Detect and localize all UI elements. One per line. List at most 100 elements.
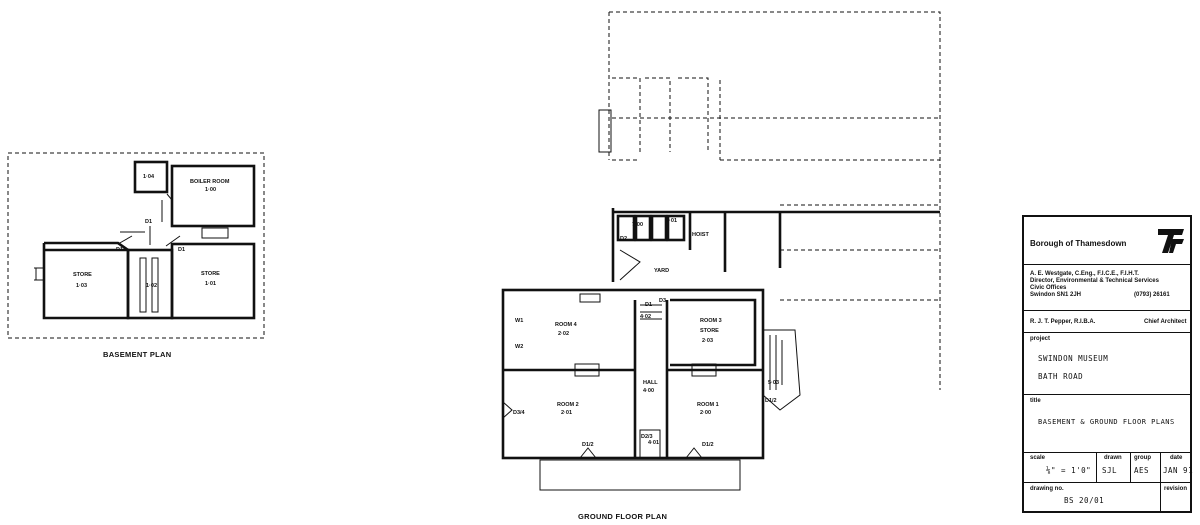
- room-3-number: 2·03: [702, 338, 713, 344]
- room-4-label: ROOM 4: [555, 322, 578, 328]
- main-interior-walls: [503, 298, 763, 458]
- room-401-number: 4·01: [648, 440, 659, 446]
- room-402-number: 4·02: [640, 314, 651, 320]
- window-d34-label: D3/4: [513, 410, 526, 416]
- room-3-sub: STORE: [700, 328, 719, 334]
- drawn-value: SJL: [1102, 466, 1118, 475]
- org-name: Borough of Thamesdown: [1030, 239, 1127, 248]
- drawing-divider: [1160, 483, 1161, 511]
- entrance-steps: [639, 429, 661, 459]
- boiler-room-walls: [170, 164, 256, 228]
- group-label: group: [1134, 455, 1151, 461]
- side-stair-treads: [769, 335, 783, 390]
- hoist-label: HOIST: [692, 232, 709, 238]
- group-value: AES: [1134, 466, 1150, 475]
- boiler-room-number: 1·00: [205, 187, 216, 193]
- basement-boundary: [7, 152, 265, 339]
- date-label: date: [1170, 455, 1183, 461]
- basement-door-swings: [117, 235, 181, 247]
- hall-label: HALL: [643, 380, 658, 386]
- boiler-room-label: BOILER ROOM: [190, 179, 230, 185]
- stair-basement-a: [139, 257, 147, 313]
- title-block-meta-row: scale ⅛" = 1'0" drawn SJL group AES date…: [1024, 453, 1194, 483]
- basement-window: [34, 267, 44, 281]
- thamesdown-logo-icon: [1158, 229, 1184, 253]
- door-d23-label: D2/3: [641, 434, 653, 440]
- wc-4: [666, 214, 686, 242]
- project-line-2: BATH ROAD: [1038, 372, 1084, 381]
- title-block-officer-row: A. E. Westgate, C.Eng., F.I.C.E., F.I.H.…: [1024, 265, 1190, 311]
- date-value: JAN 91: [1163, 466, 1194, 475]
- door-label-basement-2: D1: [116, 247, 123, 253]
- main-building-walls: [501, 288, 765, 460]
- store-right-number: 1·01: [205, 281, 216, 287]
- architect-role: Chief Architect: [1144, 319, 1187, 325]
- chimney-1: [574, 363, 600, 377]
- rear-extension-divisions: [612, 117, 940, 161]
- room-104-walls: [133, 160, 169, 194]
- meta-divider-2: [1130, 453, 1131, 482]
- hall-stair: [640, 304, 662, 320]
- store-right-label: STORE: [201, 271, 220, 277]
- room-701-number: 7·01: [666, 218, 677, 224]
- title-block-org-row: Borough of Thamesdown: [1024, 217, 1190, 265]
- side-stair-enclosure: [762, 329, 801, 411]
- title-block-title-row: title BASEMENT & GROUND FLOOR PLANS: [1024, 395, 1190, 453]
- title-value: BASEMENT & GROUND FLOOR PLANS: [1038, 418, 1175, 426]
- ground-floor-caption: GROUND FLOOR PLAN: [578, 512, 667, 521]
- meta-divider-1: [1096, 453, 1097, 482]
- rear-stair: [598, 109, 612, 153]
- chimney-3: [579, 293, 601, 303]
- project-line-1: SWINDON MUSEUM: [1038, 354, 1109, 363]
- meta-divider-3: [1160, 453, 1161, 482]
- room-102-number: 1·02: [146, 283, 157, 289]
- scale-value: ⅛" = 1'0": [1046, 466, 1092, 475]
- room-102-walls: [126, 248, 174, 320]
- door-d12-label-1: D1/2: [582, 442, 594, 448]
- door-d12-label-2: D1/2: [702, 442, 714, 448]
- yard-walls: [611, 208, 940, 282]
- yard-label: YARD: [654, 268, 669, 274]
- store-left-top-wall: [44, 241, 129, 252]
- door-d2-label: D2: [620, 236, 627, 242]
- ground-floor-plan: ROOM 4 2·02 ROOM 3 STORE 2·03 ROOM 2 2·0…: [501, 11, 941, 521]
- wc-1: [616, 214, 636, 242]
- basement-plan-caption: BASEMENT PLAN: [103, 350, 172, 359]
- room-4-number: 2·02: [558, 331, 569, 337]
- chimney-2: [691, 363, 717, 377]
- room-104-number: 1·04: [143, 174, 155, 180]
- room-3-label: ROOM 3: [700, 318, 722, 324]
- officer-name: A. E. Westgate, C.Eng., F.I.C.E., F.I.H.…: [1030, 271, 1139, 277]
- title-block-architect-row: R. J. T. Pepper, R.I.B.A. Chief Architec…: [1024, 311, 1190, 333]
- basement-corridor: [120, 200, 163, 245]
- room-503-number: 5·03: [768, 380, 779, 386]
- room-1-label: ROOM 1: [697, 402, 719, 408]
- officer-role: Director, Environmental & Technical Serv…: [1030, 278, 1159, 284]
- room-700-number: 7·00: [632, 222, 643, 228]
- scale-label: scale: [1030, 455, 1046, 461]
- window-d34: [502, 401, 513, 419]
- store-left-walls: [42, 243, 130, 320]
- title-label: title: [1030, 398, 1041, 404]
- project-label: project: [1030, 336, 1051, 342]
- architect-name: R. J. T. Pepper, R.I.B.A.: [1030, 319, 1096, 325]
- drawing-no-value: BS 20/01: [1064, 496, 1105, 505]
- door-label-basement-3: D1: [178, 247, 185, 253]
- window-w1-label: W1: [515, 318, 523, 324]
- chimney-breast: [201, 227, 229, 239]
- room-2-number: 2·01: [561, 410, 572, 416]
- store-left-label: STORE: [73, 272, 92, 278]
- room-1-number: 2·00: [700, 410, 711, 416]
- revision-label: revision: [1164, 486, 1188, 492]
- title-block: Borough of Thamesdown A. E. Westgate, C.…: [1022, 215, 1194, 513]
- rear-extension-outline: [608, 11, 941, 390]
- office-name: Civic Offices: [1030, 285, 1067, 291]
- wc-3: [650, 214, 668, 242]
- drawn-label: drawn: [1104, 455, 1122, 461]
- rear-stall-lines: [612, 77, 721, 160]
- door-label-basement-1: D1: [145, 219, 152, 225]
- wc-2: [634, 214, 652, 242]
- room-2-label: ROOM 2: [557, 402, 579, 408]
- door-d12-label-3: D1/2: [765, 398, 777, 404]
